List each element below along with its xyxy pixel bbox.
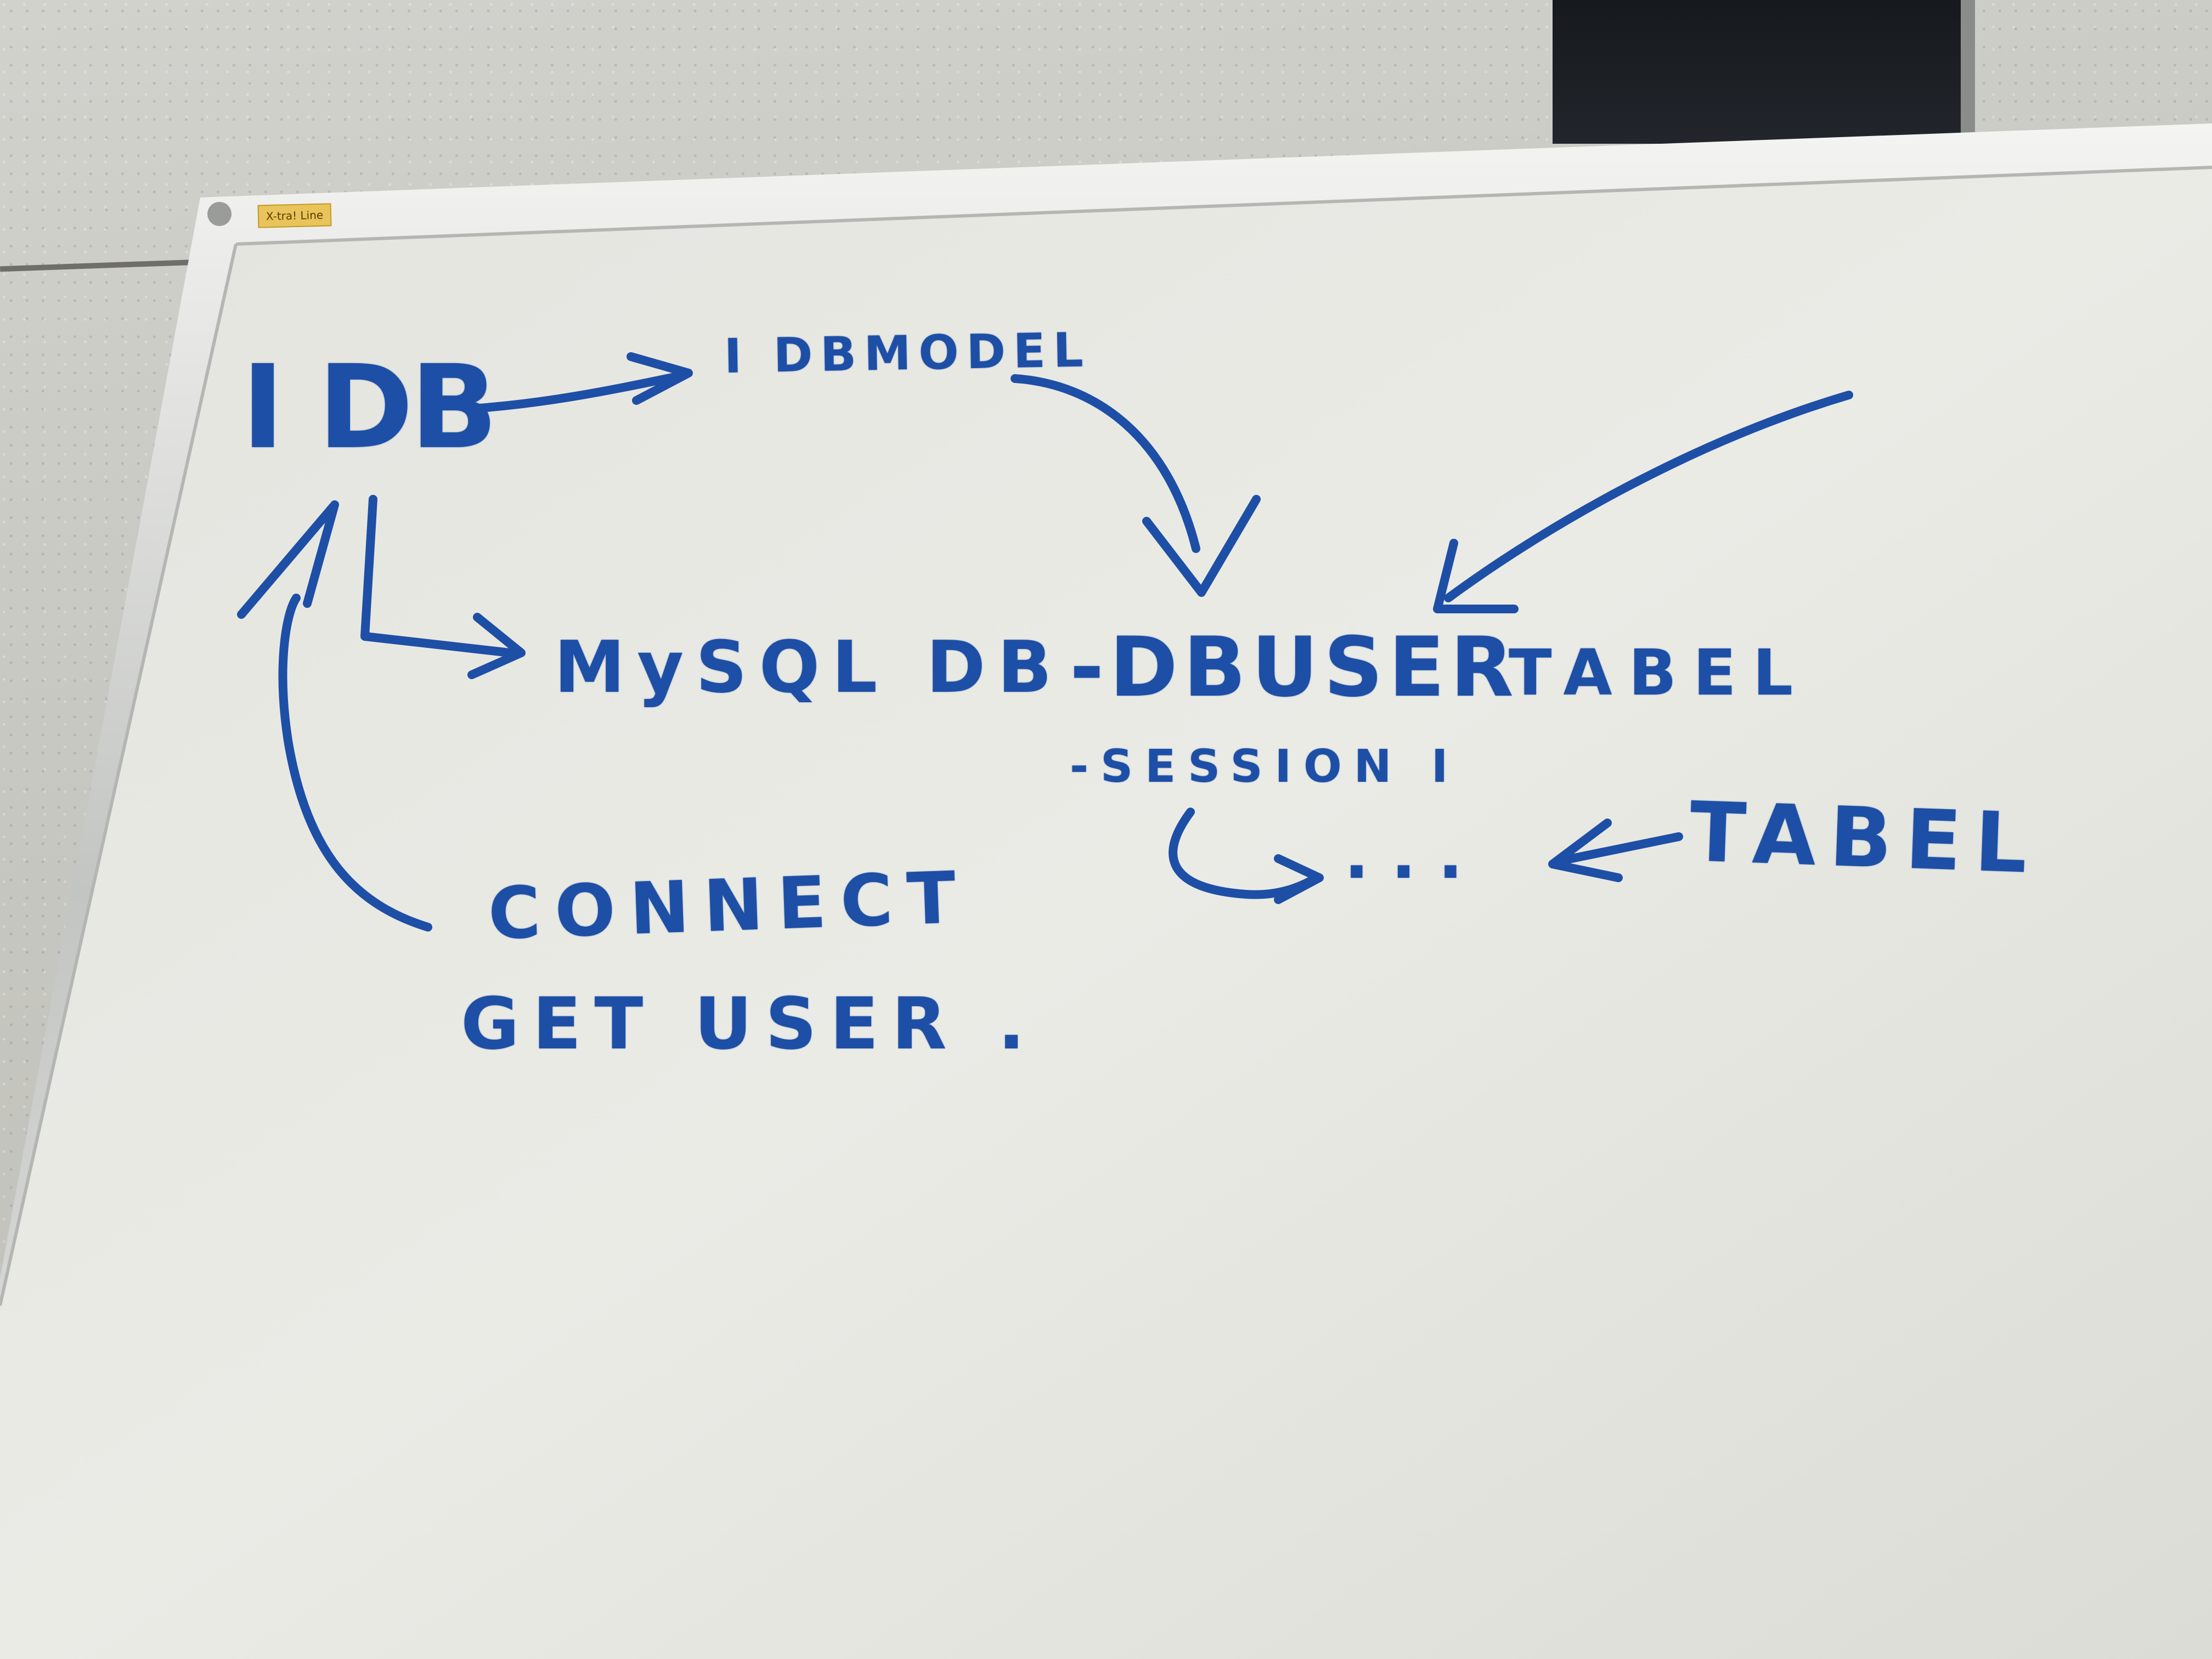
- note-dbuser: -DBUSER: [1070, 620, 1519, 715]
- arrow-session-hook: [1169, 808, 1321, 899]
- arrow-db-to-model-head: [627, 352, 693, 405]
- arrow-db-to-mysql-head: [467, 613, 526, 679]
- arrow-model-to-dbuser-head: [1142, 495, 1261, 597]
- note-getuser: GET USER .: [461, 982, 1039, 1065]
- arrow-session-hook-head: [1274, 854, 1324, 904]
- note-connect: CONNECT: [487, 855, 972, 956]
- note-tabel-2: TABEL: [1688, 785, 2042, 893]
- whiteboard-frame-edge: [235, 166, 2212, 246]
- arrow-right-to-dbuser: [1444, 391, 1853, 602]
- arrow-db-to-mysql: [360, 495, 515, 657]
- note-ellipsis: ...: [1344, 817, 1485, 894]
- whiteboard-surface: [0, 167, 2212, 1659]
- arrow-tabel-to-ellipsis-head: [1548, 819, 1623, 882]
- arrow-connect-to-db-head: [237, 500, 339, 619]
- note-idb: I DB: [241, 340, 498, 475]
- arrow-connect-to-db: [278, 594, 432, 932]
- ceiling-vent: [1553, 0, 1975, 144]
- frame-corner-screw: [207, 202, 232, 226]
- arrow-right-to-dbuser-head: [1433, 539, 1519, 613]
- arrow-tabel-to-ellipsis: [1554, 832, 1683, 866]
- note-mysqldb: MySQL DB: [554, 625, 1064, 709]
- note-session: -SESSION I: [1070, 741, 1460, 793]
- note-idbmodel: I DBMODEL: [724, 323, 1092, 384]
- note-tabel-1: TABEL: [1509, 636, 1810, 710]
- whiteboard-frame-edge-left: [0, 244, 238, 1306]
- arrow-db-to-model: [467, 371, 685, 413]
- arrow-model-to-dbuser: [1011, 374, 1200, 553]
